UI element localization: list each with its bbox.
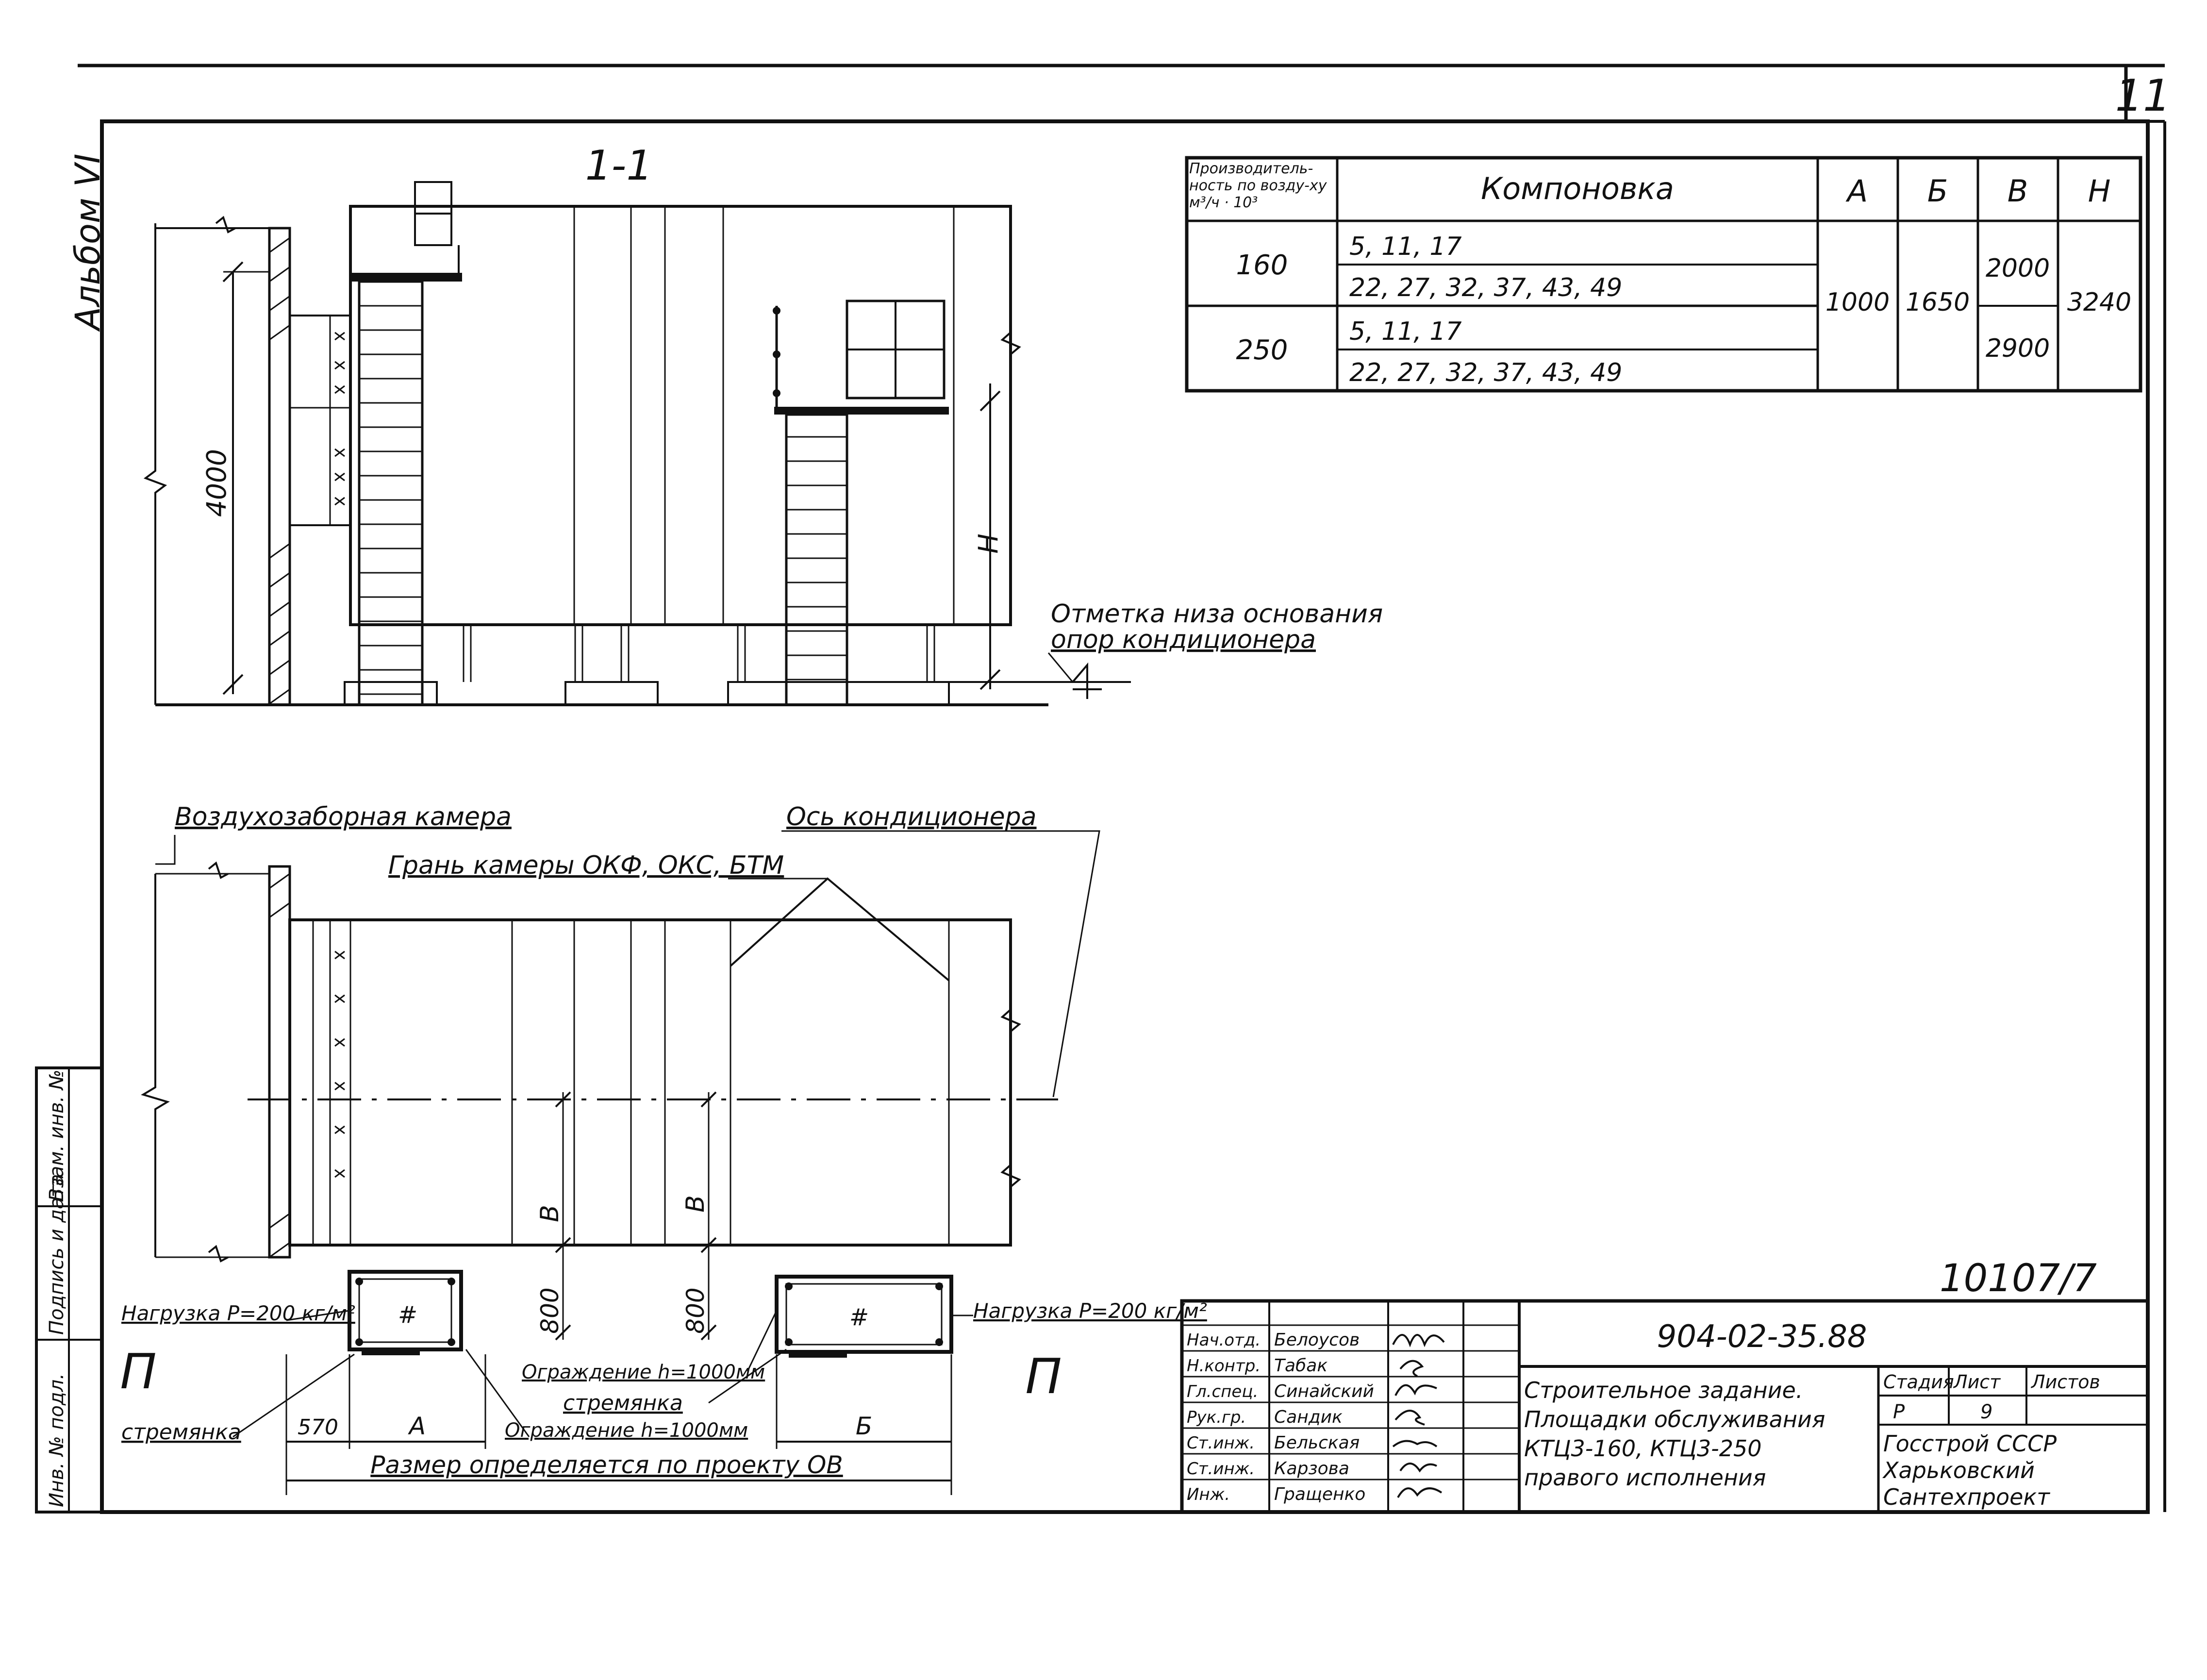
label-ladder-2: стремянка	[121, 1420, 241, 1445]
sheet-value: 9	[1980, 1401, 1992, 1423]
load-label-left: Нагрузка Р=200 кг/м²	[121, 1301, 355, 1325]
section-view: 4000	[143, 181, 1383, 706]
size-note: Размер определяется по проекту ОВ	[370, 1451, 843, 1479]
th-v: В	[2008, 173, 2028, 209]
dim-v-right: В	[681, 1195, 710, 1213]
side-stamp-signature: Подпись и дата	[46, 1174, 68, 1335]
org-line-3: Сантехпроект	[1883, 1484, 2050, 1510]
th-a: А	[1845, 173, 1868, 209]
cell-v-row1: 2000	[1986, 254, 2050, 283]
svg-text:#: #	[398, 1301, 417, 1329]
role-3: Гл.спец.	[1187, 1382, 1258, 1401]
cell-a: 1000	[1825, 288, 1890, 317]
right-platform	[774, 407, 949, 415]
dim-4000: 4000	[201, 449, 232, 517]
side-stamp-replace: Взам. инв. №	[46, 1069, 68, 1201]
dim-570: 570	[298, 1415, 338, 1440]
doc-number: 10107/7	[1940, 1257, 2097, 1300]
org-line-1: Госстрой СССР	[1883, 1430, 2057, 1457]
role-1: Нач.отд.	[1187, 1331, 1261, 1350]
level-note-line1: Отметка низа основания	[1051, 599, 1383, 629]
title-line-1: Строительное задание.	[1524, 1377, 1803, 1403]
role-4: Рук.гр.	[1187, 1408, 1246, 1427]
side-stamp: Инв. № подл. Подпись и дата Взам. инв. №	[35, 1066, 103, 1514]
label-ladder-1: стремянка	[563, 1391, 683, 1415]
label-intake-chamber: Воздухозаборная камера	[175, 802, 512, 832]
svg-text:#: #	[849, 1304, 869, 1331]
name-7: Гращенко	[1274, 1484, 1365, 1504]
role-5: Ст.инж.	[1187, 1433, 1255, 1453]
name-4: Сандик	[1274, 1407, 1343, 1427]
level-note-line2: опор кондиционера	[1051, 625, 1316, 654]
plan-mark-left: П	[120, 1343, 156, 1400]
label-fence-1: Ограждение h=1000мм	[522, 1361, 765, 1383]
plan-mark-right: П	[1025, 1348, 1062, 1405]
dim-b: Б	[856, 1412, 872, 1440]
doc-code: 904-02-35.88	[1657, 1319, 1867, 1355]
stage-label: Стадия	[1883, 1371, 1954, 1393]
right-platform-plan	[775, 1275, 953, 1354]
title-block: Нач.отд. Н.контр. Гл.спец. Рук.гр. Ст.ин…	[1180, 1299, 2150, 1514]
stage-value: Р	[1893, 1401, 1905, 1423]
th-h: Н	[2088, 173, 2111, 209]
name-1: Белоусов	[1274, 1330, 1360, 1350]
name-5: Бельская	[1274, 1433, 1360, 1453]
label-chamber-face: Грань камеры ОКФ, ОКС, БТМ	[388, 851, 784, 880]
row1-capacity: 160	[1236, 250, 1288, 281]
load-label-right: Нагрузка Р=200 кг/м²	[973, 1299, 1207, 1323]
signatures	[1392, 1334, 1445, 1498]
row1-layout-2: 22, 27, 32, 37, 43, 49	[1349, 273, 1622, 302]
section-label: 1-1	[585, 142, 653, 190]
dim-800-left: 800	[536, 1287, 564, 1333]
dim-v-left: В	[535, 1205, 564, 1222]
name-6: Карзова	[1274, 1459, 1349, 1479]
dim-a: А	[408, 1412, 426, 1440]
page-number: 11	[2115, 70, 2171, 121]
org-line-2: Харьковский	[1882, 1457, 2035, 1483]
title-line-2: Площадки обслуживания	[1524, 1406, 1825, 1432]
label-conditioner-axis: Ось кондиционера	[786, 802, 1037, 832]
th-b: Б	[1927, 173, 1948, 209]
plan-view: Воздухозаборная камера Ось кондиционера …	[120, 802, 1207, 1495]
row2-capacity: 250	[1236, 334, 1288, 366]
upper-platform	[350, 273, 462, 282]
dim-h: Н	[973, 533, 1004, 553]
th-capacity: Производитель-ность по возду-ху м³/ч · 1…	[1189, 160, 1327, 211]
th-layout: Компоновка	[1481, 171, 1674, 206]
cell-v-row2: 2900	[1986, 334, 2050, 363]
name-2: Табак	[1274, 1356, 1328, 1376]
role-7: Инж.	[1187, 1485, 1230, 1504]
sheets-label: Листов	[2030, 1371, 2100, 1393]
role-6: Ст.инж.	[1187, 1459, 1255, 1479]
sheet-label: Лист	[1953, 1371, 2001, 1393]
title-line-4: правого исполнения	[1524, 1464, 1766, 1491]
role-2: Н.контр.	[1187, 1356, 1261, 1376]
side-stamp-inv: Инв. № подл.	[46, 1373, 68, 1507]
cell-h: 3240	[2067, 288, 2131, 317]
label-fence-2: Ограждение h=1000мм	[505, 1419, 748, 1442]
parameter-table: Производитель-ность по возду-ху м³/ч · 1…	[1185, 156, 2142, 393]
cell-b: 1650	[1906, 288, 1970, 317]
row1-layout-1: 5, 11, 17	[1349, 232, 1462, 261]
row2-layout-1: 5, 11, 17	[1349, 317, 1462, 346]
dim-800-right: 800	[681, 1287, 710, 1333]
name-3: Синайский	[1274, 1381, 1374, 1401]
drawing-frame	[100, 119, 2150, 1514]
row2-layout-2: 22, 27, 32, 37, 43, 49	[1349, 358, 1622, 387]
album-label: Альбом VI	[68, 154, 108, 332]
title-line-3: КТЦ3-160, КТЦ3-250	[1524, 1435, 1762, 1462]
